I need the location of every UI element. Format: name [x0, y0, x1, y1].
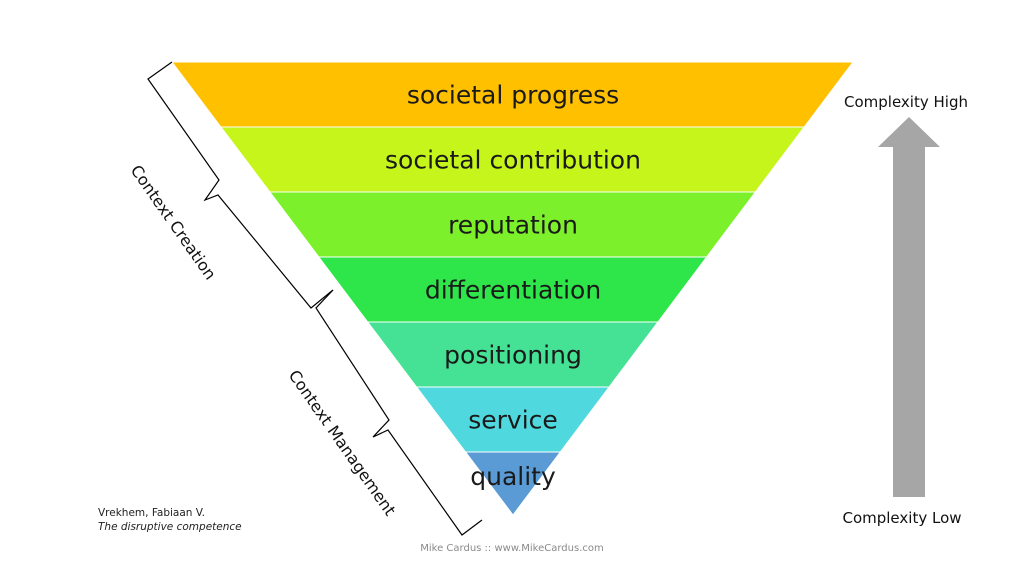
pyramid-layer-label-2: reputation: [448, 211, 578, 240]
pyramid-layer-label-0: societal progress: [407, 81, 619, 110]
pyramid-layer-label-3: differentiation: [425, 276, 601, 305]
citation: Vrekhem, Fabiaan V. The disruptive compe…: [98, 506, 242, 534]
pyramid-layer-label-4: positioning: [444, 341, 582, 370]
context-management-label: Context Management: [285, 366, 400, 519]
context-management-brace: [315, 289, 483, 536]
inverted-pyramid: societal progress societal contribution re…: [170, 61, 855, 516]
pyramid-layer-label-1: societal contribution: [385, 146, 641, 175]
context-creation-label: Context Creation: [127, 161, 220, 283]
pyramid-layer-label-5: service: [468, 406, 558, 435]
pyramid-layer-6: [464, 451, 562, 516]
context-creation-brace: [147, 61, 334, 309]
citation-title: The disruptive competence: [98, 521, 242, 533]
footer-credit: Mike Cardus :: www.MikeCardus.com: [420, 543, 604, 554]
complexity-arrow-icon: [878, 117, 940, 497]
complexity-high-label: Complexity High: [844, 93, 968, 111]
pyramid-layer-label-6: quality: [470, 462, 556, 491]
citation-author: Vrekhem, Fabiaan V.: [98, 507, 205, 519]
complexity-low-label: Complexity Low: [842, 509, 961, 527]
